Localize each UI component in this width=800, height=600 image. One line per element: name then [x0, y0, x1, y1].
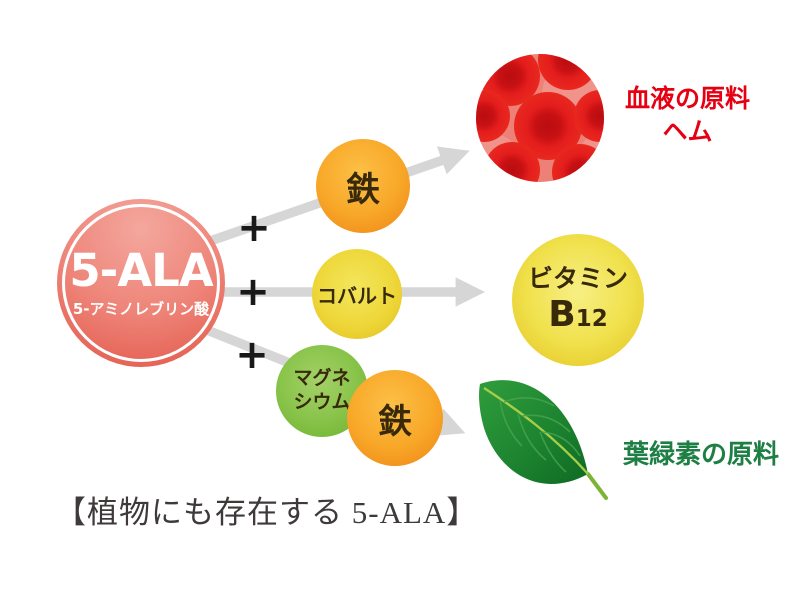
heme-label-line2: ヘム [662, 117, 713, 146]
heme-label-line1: 血液の原料 [624, 84, 750, 113]
vitamin-b12-circle: ビタミン B12 [512, 234, 644, 366]
vitamin-b12-symbol: B12 [548, 293, 608, 335]
iron-top-label: 鉄 [346, 169, 380, 210]
plus-sign-middle: + [236, 269, 270, 315]
leaf-image [472, 374, 610, 506]
plus-sign-bottom: + [235, 332, 269, 378]
vitamin-b12-subscript: 12 [575, 305, 608, 332]
red-blood-cells-image [476, 54, 604, 182]
cobalt-circle: コバルト [312, 249, 402, 339]
magnesium-label-line2: シウム [293, 391, 351, 413]
heme-label: 血液の原料 ヘム [590, 82, 785, 148]
cobalt-label: コバルト [317, 283, 397, 308]
green-leaf-illustration [479, 380, 608, 500]
iron-bottom-label: 鉄 [378, 401, 412, 442]
plus-sign-top: + [237, 205, 271, 251]
iron-circle-top: 鉄 [316, 139, 410, 233]
chlorophyll-label: 葉緑素の原料 [622, 440, 779, 470]
magnesium-label-line1: マグネ [293, 367, 351, 390]
five-ala-circle: 5-ALA 5-アミノレブリン酸 [57, 199, 225, 367]
vitamin-b12-label: ビタミン [527, 264, 628, 294]
five-ala-subtitle: 5-アミノレブリン酸 [72, 299, 210, 318]
five-ala-title: 5-ALA [69, 243, 213, 297]
caption: 【植物にも存在する 5-ALA】 [55, 495, 479, 530]
red-blood-cells-illustration [476, 54, 604, 182]
iron-circle-bottom: 鉄 [347, 370, 443, 466]
